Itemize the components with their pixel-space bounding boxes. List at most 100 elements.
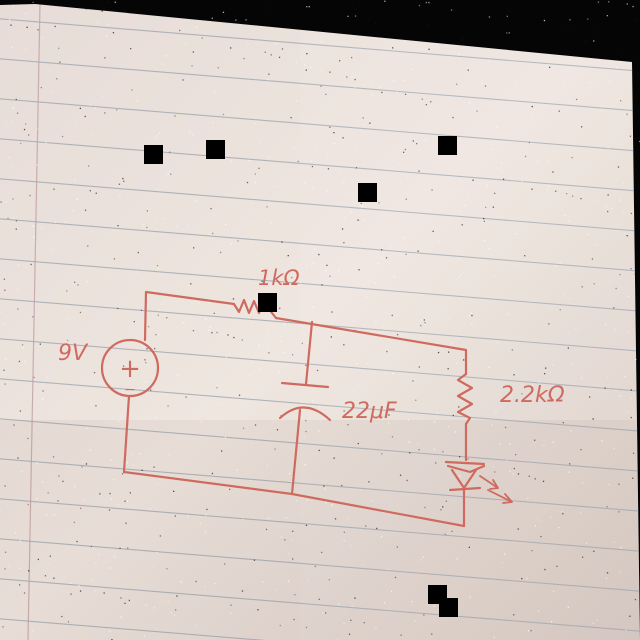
speckle xyxy=(400,634,402,636)
speckle xyxy=(45,514,48,516)
speckle xyxy=(563,82,566,84)
speckle xyxy=(564,215,566,217)
speckle xyxy=(169,170,171,173)
speckle xyxy=(122,177,124,180)
speckle xyxy=(609,81,611,83)
speckle xyxy=(19,540,21,542)
source-minus-sign: − xyxy=(124,382,136,398)
speckle xyxy=(36,498,38,500)
speckle xyxy=(321,551,323,554)
speckle xyxy=(170,173,172,175)
speckle xyxy=(556,565,558,567)
resistor-r2 xyxy=(456,372,474,426)
speckle xyxy=(334,518,337,520)
margin-line xyxy=(27,4,41,640)
speckle xyxy=(605,577,608,580)
speckle xyxy=(377,262,379,265)
speckle xyxy=(394,576,397,579)
speckle xyxy=(326,154,328,156)
speckle xyxy=(444,533,446,535)
speckle xyxy=(338,269,340,272)
speckle xyxy=(173,490,175,492)
speckle xyxy=(19,567,21,569)
speckle xyxy=(285,517,287,519)
speckle xyxy=(531,114,533,116)
speckle xyxy=(528,141,530,144)
speckle xyxy=(568,220,570,222)
speckle xyxy=(16,112,19,114)
speckle xyxy=(306,53,308,55)
speckle xyxy=(157,333,160,336)
speckle xyxy=(442,506,444,508)
speckle xyxy=(493,275,496,277)
speckle xyxy=(581,126,583,128)
speckle xyxy=(53,577,55,579)
speckle xyxy=(310,160,312,162)
speckle xyxy=(312,262,315,264)
speckle xyxy=(431,633,433,635)
speckle xyxy=(330,336,332,338)
speckle xyxy=(32,316,34,318)
speckle xyxy=(279,307,281,309)
speckle xyxy=(155,416,157,419)
speckle xyxy=(420,49,423,51)
speckle xyxy=(458,409,461,411)
speckle xyxy=(294,594,296,596)
speckle xyxy=(531,384,533,386)
speckle xyxy=(304,436,306,438)
speckle xyxy=(201,37,203,39)
speckle xyxy=(546,160,549,162)
speckle xyxy=(157,314,159,316)
speckle xyxy=(538,381,540,383)
speckle xyxy=(329,126,331,128)
speckle xyxy=(305,430,307,433)
speckle xyxy=(297,160,299,163)
speckle xyxy=(614,329,616,331)
speckle xyxy=(14,532,17,534)
speckle xyxy=(54,25,56,28)
speckle xyxy=(616,67,618,69)
speckle xyxy=(162,303,164,305)
speckle xyxy=(605,205,607,207)
speckle xyxy=(623,113,626,115)
speckle xyxy=(37,29,39,31)
speckle xyxy=(292,558,294,560)
speckle xyxy=(580,512,582,514)
led xyxy=(444,460,513,504)
speckle xyxy=(80,507,82,509)
speckle xyxy=(86,427,88,429)
speckle xyxy=(116,109,118,111)
speckle xyxy=(538,519,540,521)
speckle xyxy=(13,424,15,426)
speckle xyxy=(580,449,582,451)
speckle xyxy=(250,223,252,225)
speckle xyxy=(103,7,105,9)
speckle xyxy=(23,592,26,594)
speckle xyxy=(8,19,11,21)
speckle xyxy=(417,443,419,445)
speckle xyxy=(21,471,23,473)
speckle xyxy=(531,188,533,190)
speckle xyxy=(356,363,358,365)
speckle xyxy=(421,98,423,100)
speckle xyxy=(606,506,608,508)
speckle xyxy=(619,571,621,574)
speckle xyxy=(461,224,463,226)
speckle xyxy=(156,551,158,554)
speckle xyxy=(319,405,321,407)
speckle xyxy=(165,55,167,57)
speckle xyxy=(193,247,195,249)
speckle xyxy=(355,147,357,150)
speckle xyxy=(634,598,637,601)
speckle xyxy=(333,143,335,145)
speckle xyxy=(72,210,74,212)
speckle xyxy=(398,162,400,165)
speckle xyxy=(615,389,617,392)
speckle xyxy=(216,387,218,389)
speckle xyxy=(108,23,110,26)
speckle xyxy=(123,180,125,182)
speckle xyxy=(230,612,232,615)
speckle xyxy=(472,179,474,181)
speckle xyxy=(320,85,322,87)
speckle xyxy=(110,459,112,461)
